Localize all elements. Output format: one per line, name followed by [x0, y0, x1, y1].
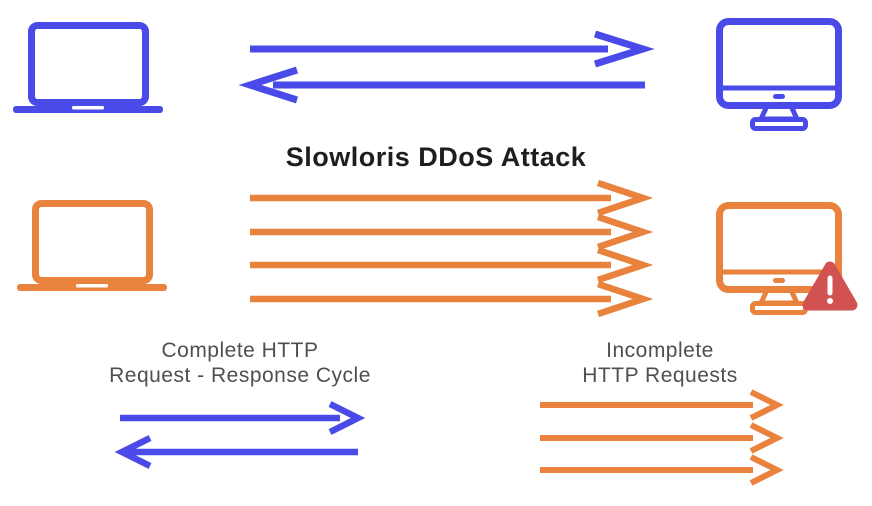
attacker-laptop-icon [17, 200, 167, 291]
laptop-base-notch [72, 106, 104, 110]
legend-complete-arrows [114, 401, 366, 469]
victim-server-monitor-icon [716, 202, 842, 315]
laptop-screen [32, 200, 153, 284]
laptop-base-notch [76, 284, 108, 288]
warning-triangle-icon [802, 261, 858, 311]
arrow-right-icon [250, 280, 654, 318]
arrow-right-icon [250, 30, 655, 68]
legend-incomplete-arrows [540, 389, 784, 486]
diagram-title: Slowloris DDoS Attack [285, 142, 587, 172]
laptop-screen [28, 22, 149, 106]
legend-incomplete-label: Incomplete HTTP Requests [520, 338, 800, 388]
arrow-right-icon [540, 422, 784, 454]
arrow-right-icon [120, 401, 366, 435]
legend-incomplete-line1: Incomplete [606, 339, 714, 362]
legend-complete-line1: Complete HTTP [161, 339, 319, 362]
arrow-left-icon [114, 435, 358, 469]
monitor-stand-base [750, 301, 808, 315]
monitor-screen [716, 18, 842, 109]
arrow-left-icon [238, 66, 645, 104]
legend-complete-label: Complete HTTP Request - Response Cycle [60, 338, 420, 388]
legend-complete-line2: Request - Response Cycle [109, 364, 371, 387]
arrow-right-icon [540, 454, 784, 486]
incomplete-requests-arrows [250, 179, 654, 318]
server-monitor-icon [716, 18, 842, 131]
arrow-right-icon [250, 246, 654, 284]
monitor-logo-dot [773, 94, 785, 99]
monitor-stand-base [750, 117, 808, 131]
monitor-logo-dot [773, 278, 785, 283]
warning-exclamation-dot [827, 298, 833, 304]
arrow-right-icon [250, 179, 654, 217]
arrow-right-icon [250, 213, 654, 251]
complete-cycle-arrows [238, 30, 655, 104]
client-laptop-icon [13, 22, 163, 113]
legend-incomplete-line2: HTTP Requests [582, 364, 738, 387]
arrow-right-icon [540, 389, 784, 421]
